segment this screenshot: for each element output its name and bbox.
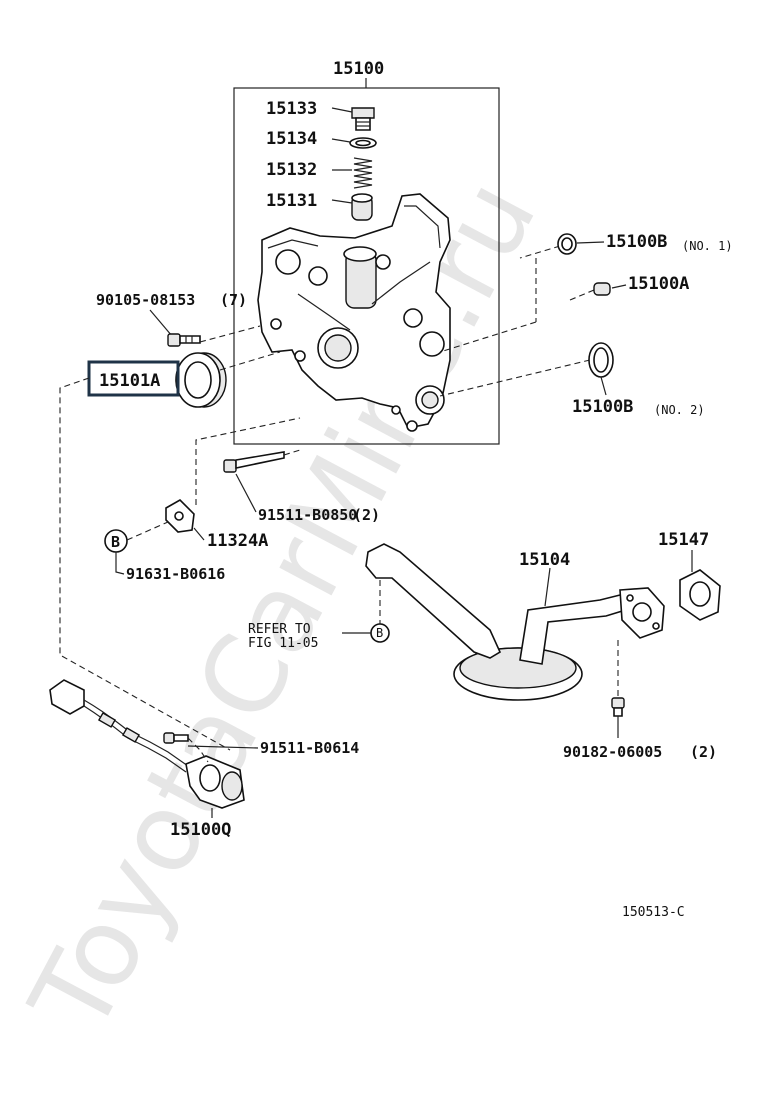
leader-15100b2 — [600, 376, 607, 396]
part-label-15100a[interactable]: 15100A — [628, 274, 689, 294]
relief-valve-15131[interactable] — [351, 193, 373, 221]
leader-15131 — [331, 199, 353, 204]
dash-15100b1-body — [439, 321, 537, 353]
leader-15100b1 — [576, 241, 605, 244]
part-label-91631-b0616[interactable]: 91631-B0616 — [126, 565, 225, 583]
part-label-15132[interactable]: 15132 — [266, 160, 317, 180]
oil-strainer-15104[interactable] — [365, 543, 665, 701]
leader-15134 — [331, 138, 351, 143]
part-label-11324a[interactable]: 11324A — [207, 531, 268, 551]
leader-15104 — [544, 567, 551, 607]
spring-15132[interactable] — [353, 157, 373, 189]
oil-sensor-15100q[interactable] — [49, 679, 245, 809]
part-label-15100b-no1[interactable]: 15100B — [606, 232, 667, 252]
bolt-91511-b0614[interactable] — [163, 732, 189, 744]
leader-90105 — [149, 309, 173, 337]
bolt-90105-08153[interactable] — [167, 333, 201, 347]
part-note-no2: (NO. 2) — [654, 403, 705, 417]
dash-bracket-body — [195, 417, 301, 505]
part-label-90105-08153[interactable]: 90105-08153 — [96, 291, 195, 309]
part-qty-90182: (2) — [690, 743, 717, 761]
part-label-91511-b0614[interactable]: 91511-B0614 — [260, 739, 359, 757]
o-ring-15100b-no1[interactable] — [557, 233, 577, 255]
leader-15100a — [611, 284, 627, 289]
part-label-15104[interactable]: 15104 — [519, 550, 570, 570]
leader-11324a — [193, 527, 205, 541]
dash-15100b2 — [439, 359, 591, 397]
dash-91511-b0614 — [187, 737, 209, 763]
part-label-15100q[interactable]: 15100Q — [170, 820, 231, 840]
bolt-90182-06005[interactable] — [611, 697, 625, 717]
bracket-11324a[interactable] — [165, 499, 195, 533]
part-label-15131[interactable]: 15131 — [266, 191, 317, 211]
dash-seal-to-sensor — [59, 377, 231, 751]
refer-note-line2: FIG 11-05 — [248, 636, 318, 651]
oil-pump-body[interactable] — [257, 193, 451, 432]
dash-15100b1 — [519, 245, 561, 259]
dash-bolt-body — [199, 325, 261, 343]
ref-letter-b-right: B — [376, 626, 383, 640]
dash-91511-b0850 — [283, 449, 301, 456]
leader-91511-b0850 — [235, 473, 257, 513]
dash-seal-body — [219, 351, 281, 371]
part-label-15133[interactable]: 15133 — [266, 99, 317, 119]
part-label-15147[interactable]: 15147 — [658, 530, 709, 550]
part-label-91511-b0850[interactable]: 91511-B0850 — [258, 506, 357, 524]
gasket-15147[interactable] — [679, 569, 721, 621]
pin-15100a[interactable] — [593, 282, 611, 296]
o-ring-15100b-no2[interactable] — [588, 342, 614, 378]
part-label-15100b-no2[interactable]: 15100B — [572, 397, 633, 417]
part-label-15134[interactable]: 15134 — [266, 129, 317, 149]
oil-seal-15101a[interactable] — [175, 352, 227, 408]
part-qty-90105: (7) — [220, 291, 247, 309]
ref-letter-b-left: B — [111, 533, 120, 551]
dash-b-bracket — [126, 521, 169, 541]
leader-91511-b0614 — [187, 745, 259, 749]
relief-plug-15133[interactable] — [351, 107, 375, 131]
part-label-15100[interactable]: 15100 — [333, 59, 384, 79]
dash-15100a — [569, 289, 595, 301]
part-note-no1: (NO. 1) — [682, 239, 733, 253]
refer-note-line1: REFER TO — [248, 622, 311, 637]
part-label-90182-06005[interactable]: 90182-06005 — [563, 743, 662, 761]
leader-91631 — [115, 552, 125, 575]
figure-code: 150513-C — [622, 905, 685, 920]
gasket-15134[interactable] — [349, 137, 377, 149]
part-qty-91511-b0850: (2) — [353, 506, 380, 524]
leader-15133 — [331, 107, 353, 113]
bolt-91511-b0850[interactable] — [223, 451, 285, 473]
part-label-15101a[interactable]: 15101A — [99, 371, 160, 391]
